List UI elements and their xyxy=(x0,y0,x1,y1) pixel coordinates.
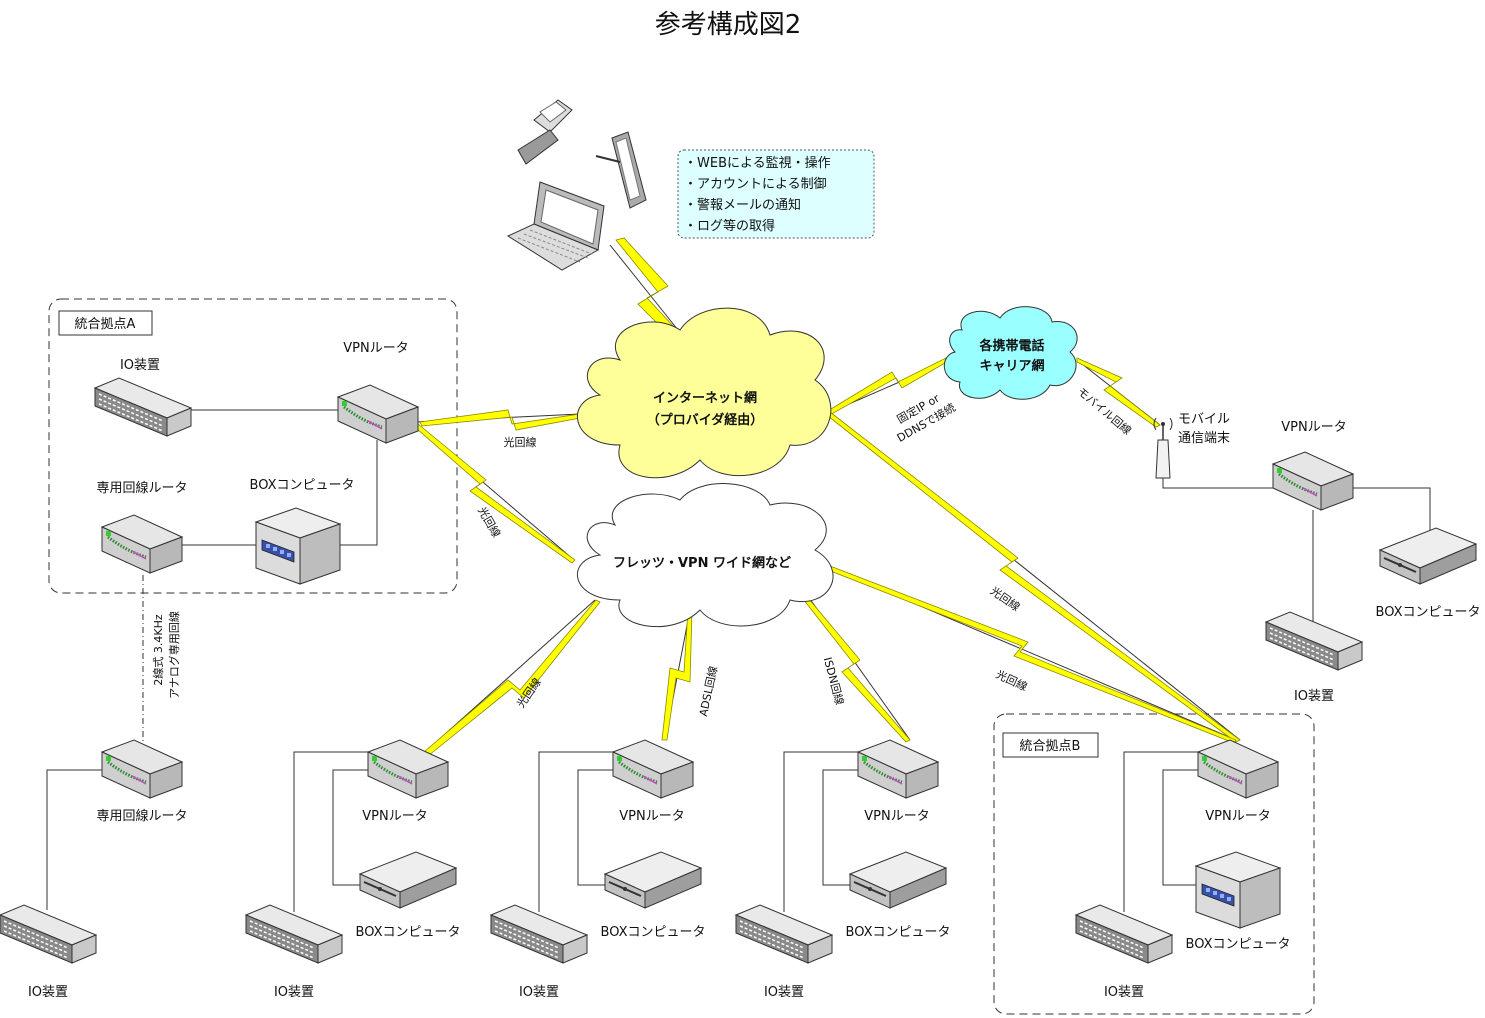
remote-io-label: IO装置 xyxy=(28,985,68,1000)
flets-cloud-label: フレッツ・VPN ワイド網など xyxy=(613,555,791,571)
carrier-cloud-label-2: キャリア網 xyxy=(979,358,1044,374)
feature-4: ・ログ等の取得 xyxy=(684,218,775,234)
link-fiber-internet-site-b: 光回線 xyxy=(988,584,1023,614)
branch-1-io-label: IO装置 xyxy=(274,985,314,1000)
site-b-label-box xyxy=(1002,732,1099,758)
branch-3-io-device xyxy=(735,904,833,964)
branch-3-io-label: IO装置 xyxy=(764,985,804,1000)
carrier-cloud: 各携帯電話 キャリア網 xyxy=(943,306,1078,400)
site-a-io-label: IO装置 xyxy=(120,358,160,373)
feature-3: ・警報メールの通知 xyxy=(684,197,801,213)
site-b-label: 統合拠点B xyxy=(1020,739,1081,754)
mobile-site-io-label: IO装置 xyxy=(1294,689,1334,704)
branch-1-io-device xyxy=(245,904,343,964)
branch-2-io-label: IO装置 xyxy=(519,985,559,1000)
branch-1-box-label: BOXコンピュータ xyxy=(356,925,461,940)
site-a-box-computer xyxy=(255,507,341,585)
site-a-label-box xyxy=(58,310,153,336)
mobile-site-vpn-label: VPNルータ xyxy=(1281,420,1346,435)
site-a-label: 統合拠点A xyxy=(75,317,136,332)
mobile-site-vpn-router xyxy=(1271,450,1355,512)
carrier-cloud-label-1: 各携帯電話 xyxy=(978,338,1044,354)
site-b-frame xyxy=(993,713,1315,1015)
site-a-io-device xyxy=(94,377,192,437)
branch-3-vpn-label: VPNルータ xyxy=(864,809,929,824)
feature-1: ・WEBによる監視・操作 xyxy=(684,155,831,171)
remote-dedicated-label: 専用回線ルータ xyxy=(96,808,187,824)
phone-icon xyxy=(517,99,573,165)
tablet-icon xyxy=(595,131,647,209)
mobile-site-box-computer xyxy=(1379,527,1477,585)
mobile-terminal-label-2: 通信端末 xyxy=(1178,431,1230,446)
antenna-icon xyxy=(1153,417,1173,479)
branch-2-vpn-label: VPNルータ xyxy=(619,809,684,824)
mobile-site-io-device xyxy=(1265,611,1363,671)
branch-1-box-computer xyxy=(359,851,457,909)
link-adsl-branch-2: ADSL回線 xyxy=(696,665,720,718)
site-b-io-label: IO装置 xyxy=(1104,985,1144,1000)
branch-2-io-device xyxy=(490,904,588,964)
branch-1-vpn-label: VPNルータ xyxy=(362,809,427,824)
site-a-dedicated-label: 専用回線ルータ xyxy=(96,480,187,496)
site-a-dedicated-router xyxy=(100,513,184,575)
flets-cloud: フレッツ・VPN ワイド網など xyxy=(576,483,834,628)
link-isdn-branch-3: ISDN回線 xyxy=(821,656,847,707)
branch-2-box-label: BOXコンピュータ xyxy=(601,925,706,940)
remote-dedicated-router xyxy=(100,738,184,800)
mobile-terminal-label-1: モバイル xyxy=(1178,412,1230,427)
site-b-vpn-label: VPNルータ xyxy=(1205,809,1270,824)
branch-3-box-label: BOXコンピュータ xyxy=(846,925,951,940)
internet-cloud-label-2: （プロバイダ経由） xyxy=(647,412,763,428)
feature-2: ・アカウントによる制御 xyxy=(684,177,827,192)
link-analog-2: アナログ専用回線 xyxy=(167,611,181,699)
site-b-box-label: BOXコンピュータ xyxy=(1186,937,1291,952)
wireless-bolts xyxy=(415,237,1241,757)
page-title: 参考構成図2 xyxy=(655,10,802,40)
site-b-box-computer xyxy=(1195,851,1281,929)
feature-info-box xyxy=(677,149,875,239)
site-a-vpn-router xyxy=(336,383,420,445)
internet-cloud: インターネット網 （プロバイダ経由） xyxy=(576,307,832,479)
branch-2-vpn-router xyxy=(611,738,695,800)
site-a-frame xyxy=(48,298,458,594)
site-a-box-label: BOXコンピュータ xyxy=(250,478,355,493)
site-a-vpn-label: VPNルータ xyxy=(343,341,408,356)
link-mobile-line: モバイル回線 xyxy=(1075,384,1135,437)
laptop-icon xyxy=(506,181,605,271)
internet-cloud-label-1: インターネット網 xyxy=(653,390,757,406)
mobile-site-box-label: BOXコンピュータ xyxy=(1376,605,1481,620)
link-fiber-site-a-internet: 光回線 xyxy=(504,435,537,449)
site-b-vpn-router xyxy=(1196,738,1280,800)
link-analog-1: 2線式 3.4KHz xyxy=(151,614,165,685)
branch-2-box-computer xyxy=(604,851,702,909)
link-fiber-flets-site-b: 光回線 xyxy=(994,667,1030,694)
branch-3-box-computer xyxy=(849,851,947,909)
site-b-io-device xyxy=(1075,904,1173,964)
branch-3-vpn-router xyxy=(856,738,940,800)
remote-io-device xyxy=(0,904,97,964)
